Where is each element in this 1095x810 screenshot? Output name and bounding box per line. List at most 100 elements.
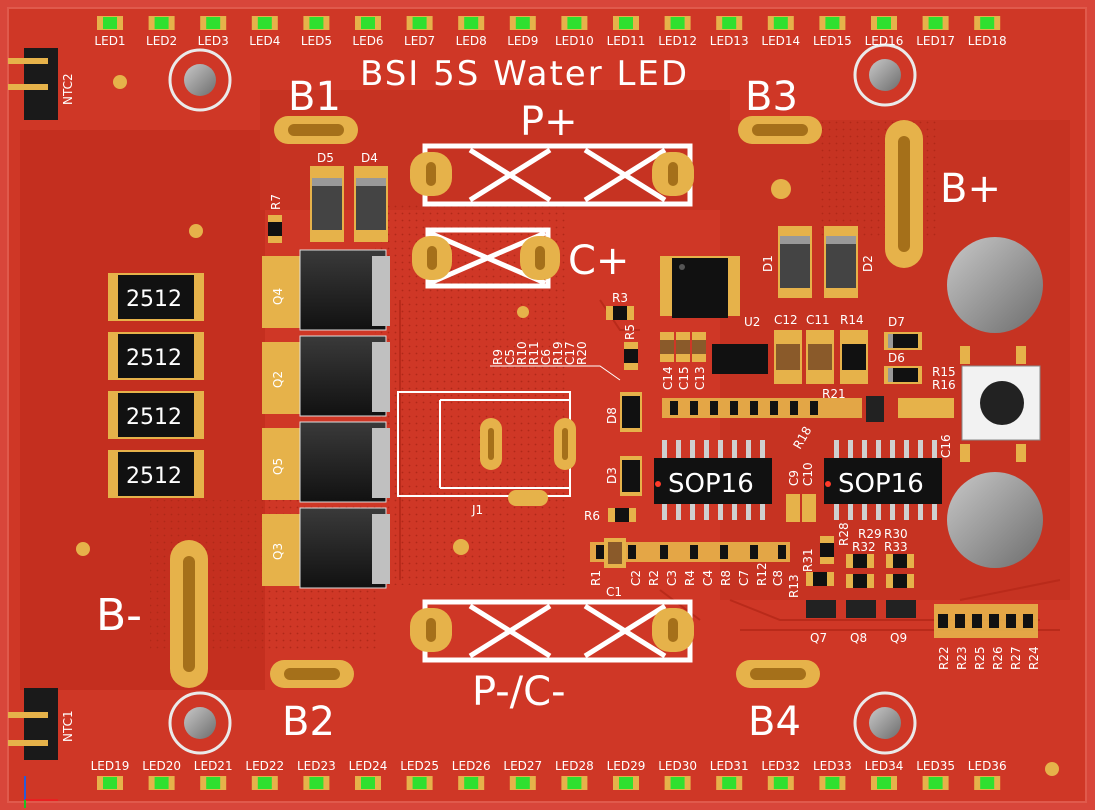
label-b4: B4 [748, 699, 801, 745]
svg-text:R29: R29 [858, 527, 882, 541]
svg-text:C10: C10 [801, 462, 815, 486]
svg-text:R33: R33 [884, 540, 908, 554]
pad-b3[interactable] [738, 116, 822, 144]
pad-bplus[interactable] [885, 120, 923, 268]
svg-text:R21: R21 [822, 387, 846, 401]
svg-text:R2: R2 [647, 570, 661, 586]
mosfet-q3 [262, 507, 390, 589]
led-label: LED11 [607, 34, 646, 48]
led-label: LED26 [452, 759, 491, 773]
led [767, 16, 794, 30]
diode-d8 [620, 392, 642, 432]
tactile-switch[interactable] [960, 346, 1041, 462]
led [355, 16, 381, 30]
led [509, 776, 536, 790]
svg-text:Q2: Q2 [271, 371, 285, 388]
svg-text:R14: R14 [840, 313, 864, 327]
passive-row-middle [662, 396, 954, 422]
diode-d6 [884, 366, 922, 384]
led [458, 16, 485, 30]
led-label: LED33 [813, 759, 852, 773]
svg-text:R30: R30 [884, 527, 908, 541]
resistor-2512: 2512 [108, 450, 204, 498]
svg-text:D8: D8 [605, 407, 619, 424]
led [664, 776, 691, 790]
resistor-2512: 2512 [108, 273, 204, 321]
pad-pminus[interactable] [410, 599, 694, 663]
svg-text:D5: D5 [317, 151, 334, 165]
led [355, 776, 381, 790]
svg-text:C5: C5 [503, 349, 517, 365]
label-group-bottom: R1 C1 C2 R2 C3 R4 C4 R8 C7 R12 C8 R13 [589, 562, 801, 599]
led [406, 776, 433, 790]
led [871, 776, 897, 790]
pad-cplus[interactable] [412, 227, 560, 289]
svg-text:C17: C17 [563, 341, 577, 365]
svg-text:2512: 2512 [126, 405, 182, 430]
svg-text:J1: J1 [471, 503, 483, 517]
svg-text:C14: C14 [661, 366, 675, 390]
pad-pplus[interactable] [410, 143, 694, 207]
led-label: LED12 [658, 34, 697, 48]
resistor-group-right [934, 604, 1038, 638]
svg-text:R5: R5 [623, 324, 637, 340]
pad-b1[interactable] [274, 116, 358, 144]
led [561, 776, 588, 790]
diode-d7 [884, 332, 922, 350]
led [406, 16, 433, 30]
label-pplus: P+ [520, 99, 578, 145]
led-label: LED9 [507, 34, 538, 48]
resistor-r6 [608, 508, 636, 522]
led [251, 16, 278, 30]
led [974, 776, 1001, 790]
led [97, 776, 123, 790]
capacitor-group-c9-c10 [786, 494, 816, 522]
resistor-r3 [606, 306, 634, 320]
svg-text:R24: R24 [1027, 646, 1041, 670]
led-label: LED5 [301, 34, 332, 48]
led [716, 16, 743, 30]
svg-text:C9: C9 [787, 470, 801, 486]
capacitor-c11 [806, 330, 834, 384]
label-group-r9-r20: R9 C5 R10 R11 C6 R19 C17 R20 [490, 341, 621, 381]
ntc2-connector[interactable] [8, 48, 58, 120]
pad-bminus[interactable] [170, 540, 208, 688]
pad-b4[interactable] [736, 660, 820, 688]
led [613, 16, 639, 30]
led [561, 16, 588, 30]
chip-sop16-2 [824, 440, 942, 520]
svg-text:2512: 2512 [126, 287, 182, 312]
led-label: LED30 [658, 759, 697, 773]
led-label: LED29 [607, 759, 646, 773]
label-bplus: B+ [940, 166, 1001, 212]
svg-text:R15: R15 [932, 365, 956, 379]
svg-text:Q7: Q7 [810, 631, 827, 645]
svg-text:R6: R6 [584, 509, 600, 523]
led [819, 16, 846, 30]
large-hole [947, 472, 1043, 568]
pad-b2[interactable] [270, 660, 354, 688]
led [148, 16, 175, 30]
svg-text:D3: D3 [605, 467, 619, 484]
connector-j1[interactable] [397, 391, 576, 506]
svg-text:Q8: Q8 [850, 631, 867, 645]
svg-text:C12: C12 [774, 313, 798, 327]
ntc1-connector[interactable] [8, 688, 58, 760]
svg-text:R20: R20 [575, 341, 589, 365]
label-pminus: P-/C- [472, 669, 566, 715]
mosfet-q4 [262, 249, 390, 331]
led [922, 16, 949, 30]
led [97, 16, 123, 30]
svg-text:2512: 2512 [126, 346, 182, 371]
led [922, 776, 949, 790]
resistor-2512: 2512 [108, 332, 204, 380]
led [664, 16, 691, 30]
led-label: LED31 [710, 759, 749, 773]
large-hole [947, 237, 1043, 333]
svg-text:D6: D6 [888, 351, 905, 365]
svg-text:R19: R19 [551, 341, 565, 365]
led [819, 776, 846, 790]
led-label: LED23 [297, 759, 336, 773]
